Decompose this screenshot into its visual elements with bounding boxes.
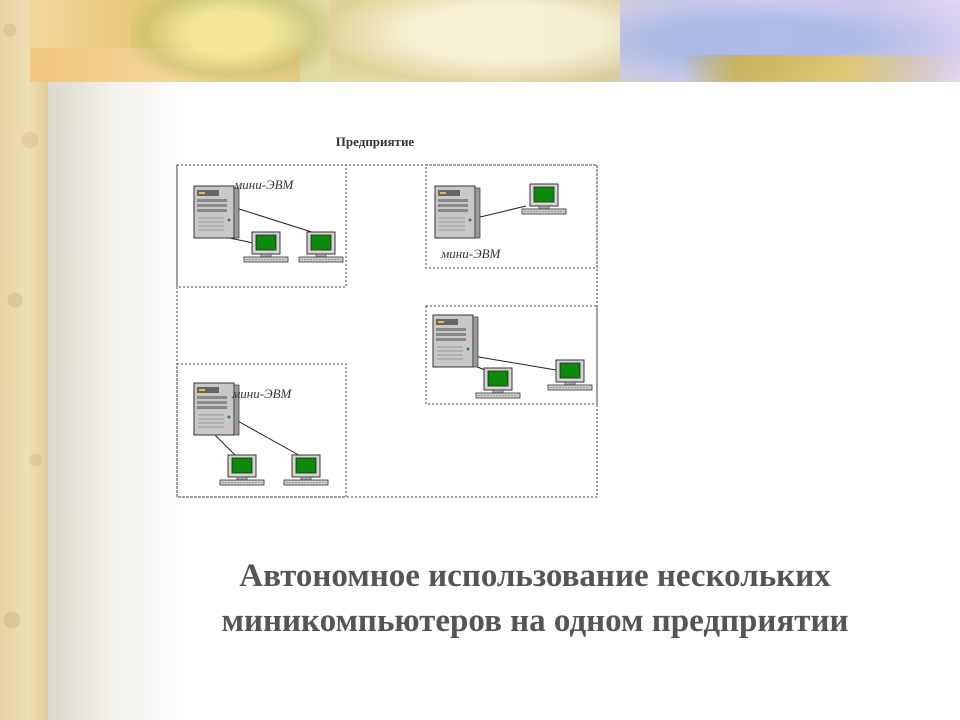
enterprise-boundary bbox=[176, 164, 598, 498]
group-3-boundary bbox=[425, 305, 598, 405]
terminal-3b bbox=[547, 359, 593, 391]
enterprise-label: Предприятие bbox=[335, 134, 415, 149]
parchment-strip bbox=[0, 0, 48, 720]
terminal-2a bbox=[521, 183, 567, 215]
group-2-boundary bbox=[425, 164, 598, 269]
group-4-boundary bbox=[176, 363, 347, 498]
group-1-boundary bbox=[176, 164, 347, 288]
terminal-1b bbox=[298, 231, 344, 263]
group-2-label: мини-ЭВМ bbox=[440, 246, 502, 261]
panel-shadow bbox=[48, 80, 188, 720]
mini-computer-2 bbox=[434, 185, 481, 239]
photo-banner bbox=[30, 0, 960, 82]
group-1-label: мини-ЭВМ bbox=[233, 177, 295, 192]
slide-title: Автономное использование нескольких мини… bbox=[150, 554, 920, 644]
terminal-4a bbox=[219, 454, 265, 486]
terminal-3a bbox=[475, 367, 521, 399]
slide-title-line-1: Автономное использование нескольких bbox=[239, 558, 831, 594]
terminal-1a bbox=[243, 231, 289, 263]
mini-computer-3 bbox=[432, 314, 479, 368]
terminal-4b bbox=[283, 454, 329, 486]
group-4-label: мини-ЭВМ bbox=[231, 386, 293, 401]
slide-title-line-2: миникомпьютеров на одном предприятии bbox=[221, 603, 849, 639]
mini-computer-1 bbox=[193, 185, 240, 239]
